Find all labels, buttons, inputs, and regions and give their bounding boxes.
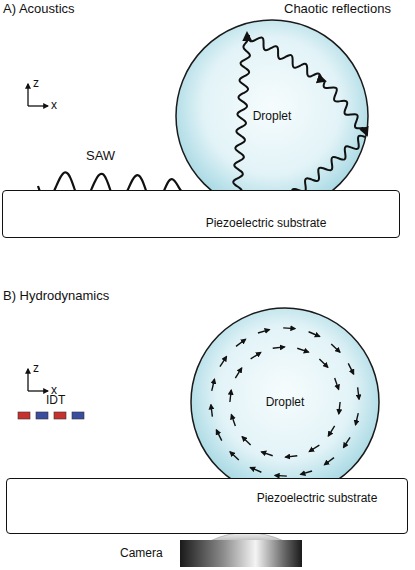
substrate-label: Piezoelectric substrate [206, 216, 327, 230]
flow-arrow [275, 475, 287, 477]
droplet-circle [176, 20, 368, 212]
flow-arrow [236, 339, 246, 346]
axis-label: z [33, 361, 39, 376]
axis-label: z [33, 76, 39, 91]
electrode [54, 412, 66, 419]
substrate: Piezoelectric substrate [2, 190, 400, 238]
flow-arrow [343, 437, 350, 447]
flow-arrow [335, 378, 339, 389]
flow-arrow [358, 387, 359, 399]
axis-label: x [51, 98, 57, 113]
component-label: Camera [120, 546, 163, 561]
panel-title: A) Acoustics [3, 1, 75, 16]
droplet-label: Droplet [253, 109, 292, 123]
flow-arrow [261, 452, 272, 456]
electrode [36, 412, 48, 419]
flow-arrow [235, 368, 241, 378]
wave-label: SAW [86, 148, 115, 163]
annotation: Chaotic reflections [284, 1, 391, 16]
camera-body [180, 540, 302, 567]
flow-arrow [331, 344, 340, 352]
flow-arrow [211, 405, 212, 417]
flow-arrow [230, 390, 231, 402]
flow-arrow [242, 437, 250, 445]
panel-title: B) Hydrodynamics [3, 288, 109, 303]
flow-arrow [319, 359, 327, 367]
flow-arrow [324, 458, 334, 465]
flow-arrow [301, 471, 312, 474]
flow-arrow [251, 353, 261, 359]
flow-arrow [230, 452, 239, 460]
droplet: Droplet [190, 307, 380, 497]
flow-arrow [309, 445, 319, 451]
electrode [72, 412, 84, 419]
flow-arrow [328, 426, 334, 436]
flow-arrow [285, 456, 297, 457]
flow-arrow [220, 357, 227, 367]
acoustic-ray [324, 81, 367, 135]
flow-arrow [309, 332, 320, 337]
droplet-label: Droplet [266, 395, 305, 409]
flow-arrow [348, 363, 353, 374]
substrate: Piezoelectric substrate [6, 478, 408, 534]
x-axis [28, 390, 48, 391]
camera-icon [180, 533, 302, 568]
substrate-label: Piezoelectric substrate [257, 491, 378, 505]
droplet-circle [191, 308, 379, 496]
flow-arrow [339, 402, 340, 414]
x-axis [28, 105, 48, 106]
z-axis [27, 84, 28, 106]
flow-arrow [273, 347, 285, 348]
flow-arrow [297, 348, 308, 352]
acoustic-ray [249, 35, 325, 81]
z-axis [27, 369, 28, 391]
component-label: IDT [46, 393, 65, 408]
flow-arrow [258, 330, 269, 333]
flow-arrow [216, 430, 221, 441]
electrode [18, 412, 30, 419]
flow-arrow [212, 379, 215, 391]
acoustic-ray [233, 33, 250, 195]
flow-arrow [250, 468, 261, 473]
flow-arrow [283, 327, 295, 329]
droplet: Droplet [175, 19, 369, 213]
flow-arrow [356, 413, 359, 425]
flow-arrow [231, 415, 235, 426]
idt-electrodes [18, 412, 84, 419]
